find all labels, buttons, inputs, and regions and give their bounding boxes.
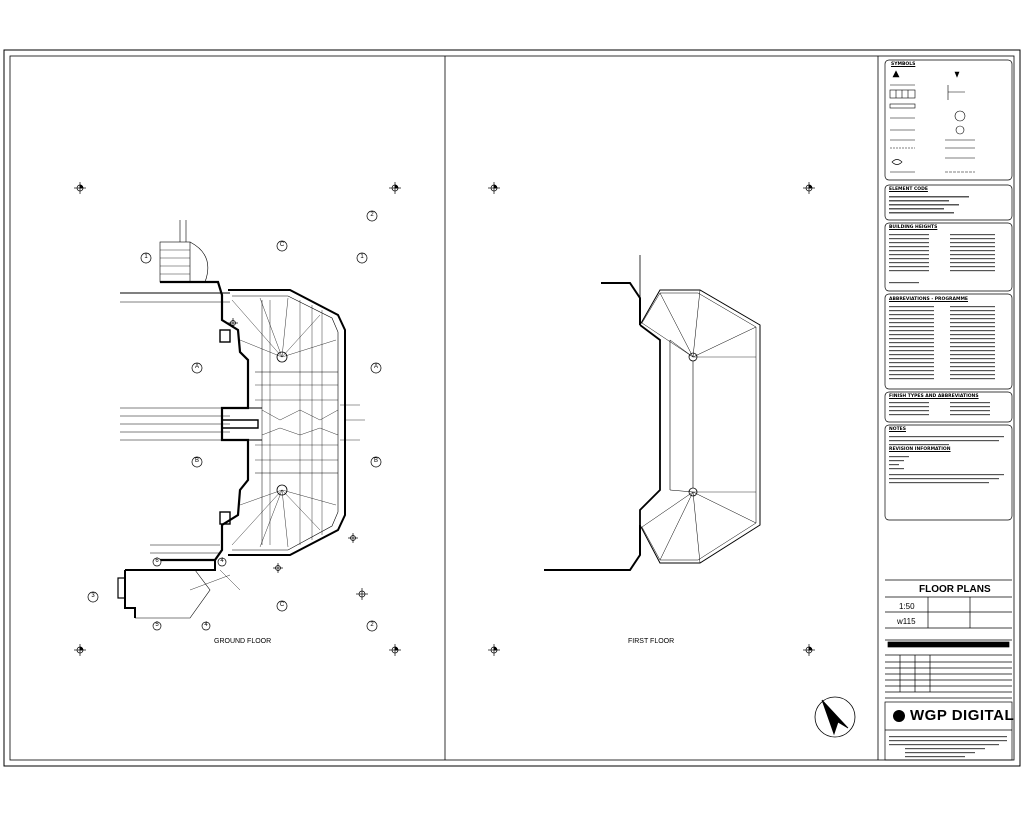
brand-logo-icon — [893, 710, 905, 722]
brand-name: WGP DIGITAL — [910, 707, 1015, 724]
north-arrow-icon — [814, 696, 856, 738]
grid-label-5: 5 — [155, 622, 159, 628]
grid-label-b-right: B — [373, 458, 378, 464]
finish-types-title: FINISH TYPES AND ABBREVIATIONS — [889, 394, 979, 399]
scale-value: 1:50 — [899, 602, 915, 611]
grid-label-1-right: 1 — [360, 254, 364, 260]
grid-label-4-bottom: 4 — [204, 622, 208, 628]
notes-title: NOTES — [889, 427, 906, 432]
first-floor-label: FIRST FLOOR — [628, 638, 675, 645]
legend-symbols — [889, 70, 975, 173]
grid-label-a-left: A — [194, 364, 199, 370]
ground-floor-label: GROUND FLOOR — [214, 638, 272, 645]
ground-floor-plan — [117, 220, 365, 619]
grid-label-2-bottom: 2 — [370, 622, 374, 628]
grid-label-a-right: A — [373, 364, 378, 370]
legend-panels — [884, 59, 1013, 761]
first-floor-plan — [544, 255, 761, 571]
grid-label-4-top: 4 — [220, 558, 224, 564]
legend-fine-text — [889, 196, 1007, 758]
ground-grid-markers — [87, 210, 382, 632]
revision-title: REVISION INFORMATION — [889, 447, 951, 452]
grid-label-3: 3 — [91, 593, 95, 599]
element-code-title: ELEMENT CODE — [889, 187, 928, 192]
grid-label-1-left: 1 — [144, 254, 148, 260]
grid-label-6: 6 — [155, 558, 159, 564]
grid-label-2-top: 2 — [370, 212, 374, 218]
grid-label-b-left: B — [194, 458, 199, 464]
grid-label-c-bottom: C — [279, 602, 285, 608]
symbols-title: SYMBOLS — [891, 62, 916, 67]
building-heights-title: BUILDING HEIGHTS — [889, 225, 938, 230]
elevation-targets — [74, 182, 815, 656]
grid-label-c-top: C — [279, 242, 285, 248]
abbreviations-title: ABBREVIATIONS - PROGRAMME — [889, 297, 969, 302]
drawing-title: FLOOR PLANS — [919, 584, 991, 595]
sheet-value: w115 — [897, 617, 916, 626]
